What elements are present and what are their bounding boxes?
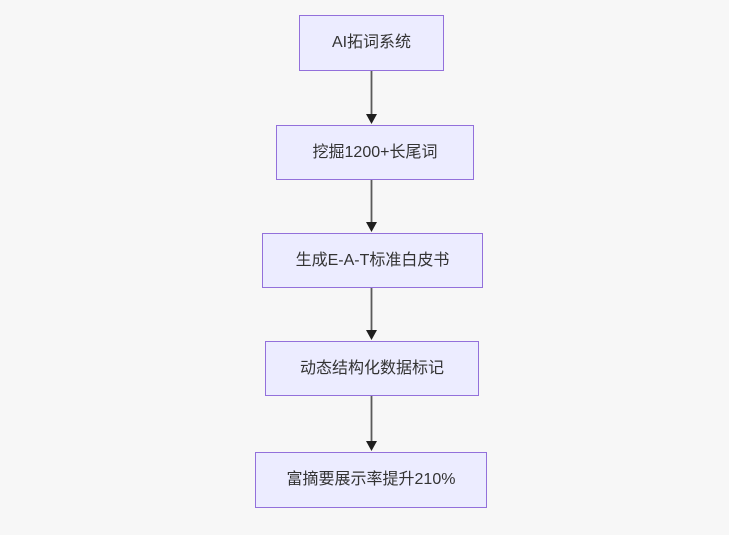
flow-node-label: 生成E-A-T标准白皮书 [295, 251, 450, 269]
flow-node-label: 动态结构化数据标记 [299, 359, 444, 377]
arrowhead-icon [366, 330, 377, 340]
flow-node-label: AI拓词系统 [331, 34, 412, 52]
arrowhead-icon [366, 441, 377, 451]
flow-node-C: 生成E-A-T标准白皮书 [262, 233, 483, 288]
arrowhead-icon [366, 222, 377, 232]
flow-node-E: 富摘要展示率提升210% [255, 452, 487, 508]
flow-node-A: AI拓词系统 [299, 15, 444, 71]
flow-node-label: 挖掘1200+长尾词 [312, 143, 438, 161]
arrowhead-icon [366, 114, 377, 124]
flow-node-B: 挖掘1200+长尾词 [276, 125, 474, 180]
flow-node-label: 富摘要展示率提升210% [286, 471, 456, 489]
flow-node-D: 动态结构化数据标记 [265, 341, 479, 396]
